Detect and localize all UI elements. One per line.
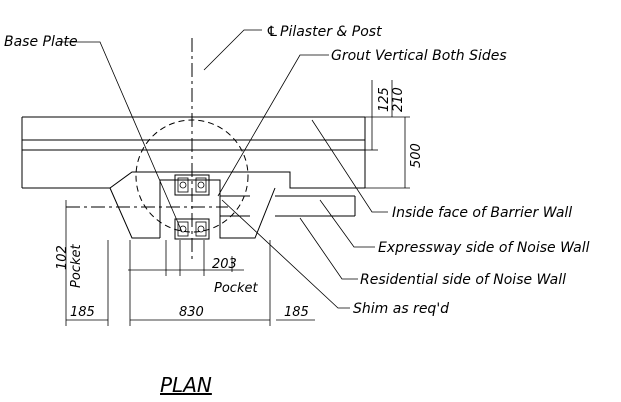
residential-side-label: Residential side of Noise Wall <box>360 272 566 288</box>
dim-185-left: 185 <box>70 305 95 320</box>
dim-pocket-right: Pocket <box>214 281 258 296</box>
dimensions-bottom <box>65 200 315 326</box>
pilaster-post-label: Pilaster & Post <box>280 24 382 40</box>
noise-wall-pocket <box>109 179 356 239</box>
dim-210: 210 <box>391 87 406 112</box>
dim-125: 125 <box>377 87 392 112</box>
base-plate-label: Base Plate <box>4 34 78 50</box>
plan-title: PLAN <box>160 373 212 397</box>
expressway-side-label: Expressway side of Noise Wall <box>378 240 590 256</box>
dim-830: 830 <box>179 305 204 320</box>
inside-face-label: Inside face of Barrier Wall <box>392 205 572 221</box>
dim-102: 102 <box>55 245 70 270</box>
dim-500: 500 <box>409 143 424 168</box>
grout-vertical-label: Grout Vertical Both Sides <box>331 48 507 64</box>
leaders <box>60 29 388 309</box>
dimensions-right <box>362 80 410 189</box>
dim-pocket-left: Pocket <box>69 244 84 288</box>
barrier-wall <box>21 116 366 189</box>
dim-185-right: 185 <box>284 305 309 320</box>
dim-203: 203 <box>212 257 237 272</box>
centerline-symbol: ℄ <box>266 24 279 40</box>
shim-label: Shim as req'd <box>353 301 449 317</box>
